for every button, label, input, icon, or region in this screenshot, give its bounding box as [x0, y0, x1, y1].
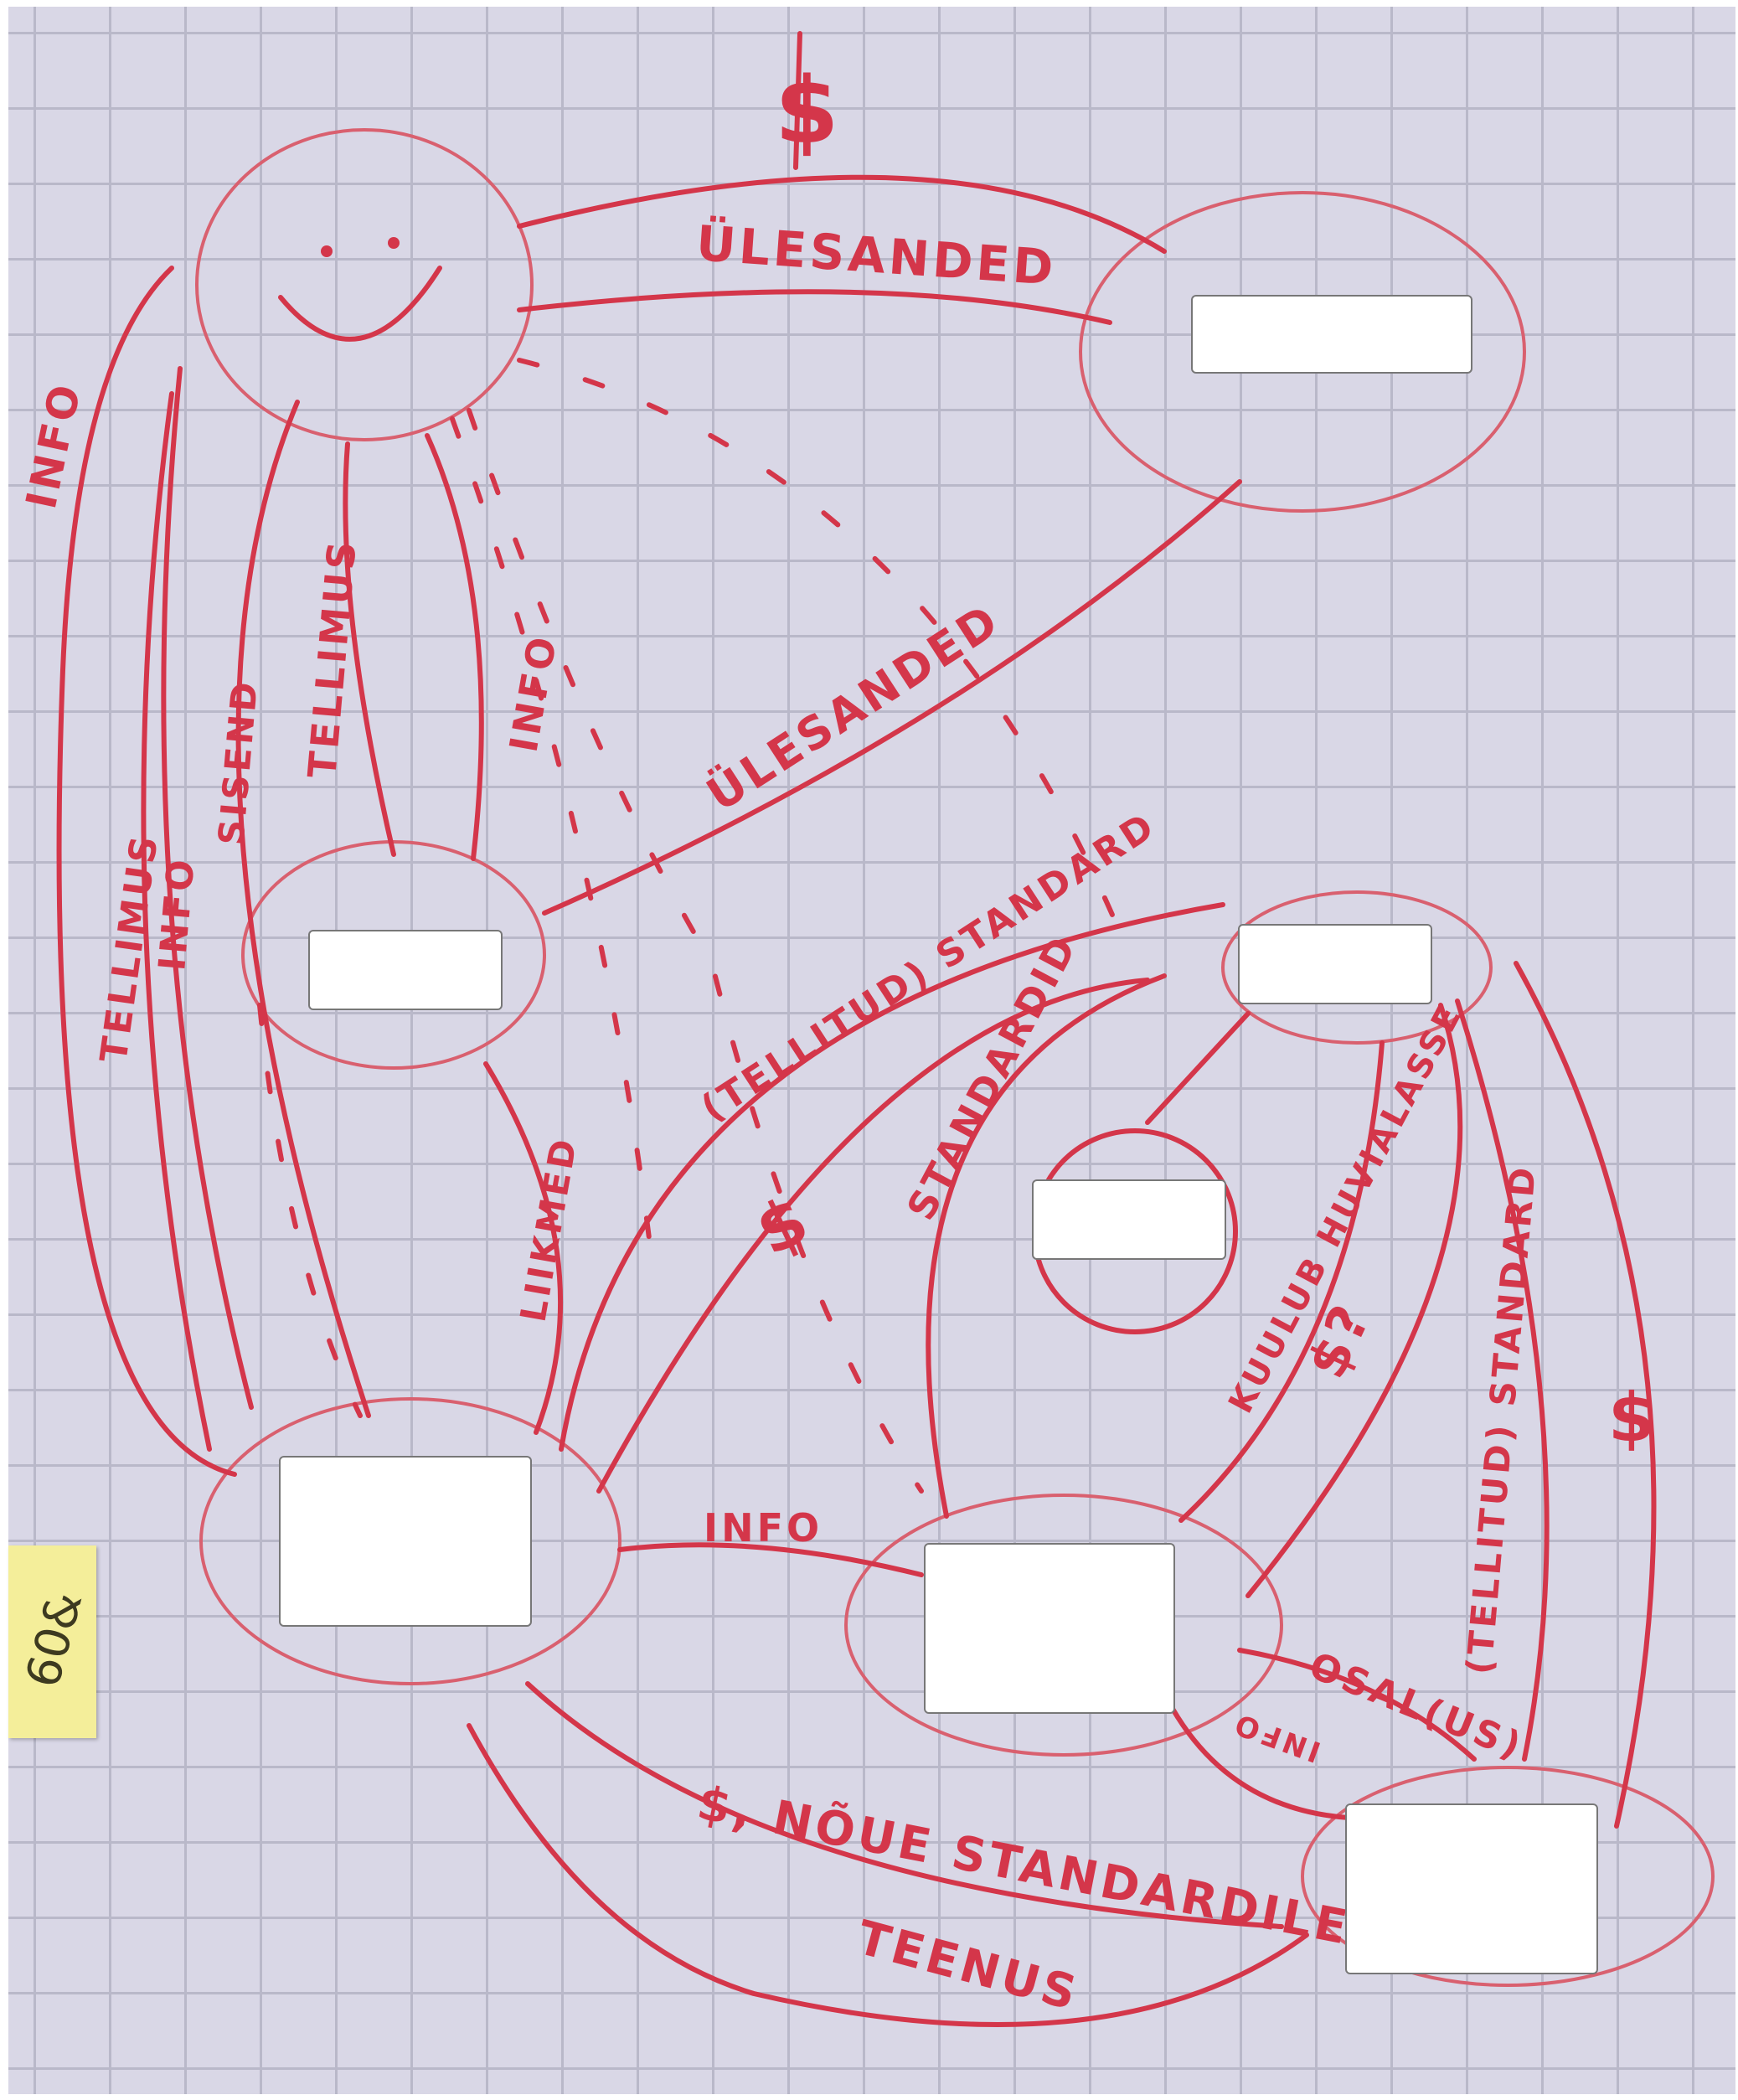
node-top-left — [195, 128, 534, 441]
smiley-face-icon — [278, 237, 442, 342]
label-ulesanded-mid: ÜLESANDED — [698, 593, 1010, 822]
edge-tellimus-left — [141, 391, 212, 1452]
label-dollar-top: $ — [775, 57, 843, 164]
edge-dashed-4 — [257, 1003, 363, 1418]
label-tellitud-standard-top: (TELLITUD) STANDARD — [694, 804, 1164, 1130]
label-info-vertical: INFO — [501, 631, 566, 756]
node-center-label — [1032, 1179, 1226, 1260]
node-mid-left-label — [308, 930, 503, 1010]
edge-dollar-top — [793, 31, 802, 170]
label-dollar-center: $ — [745, 1179, 823, 1272]
edge-info-bottom-right — [1170, 1706, 1351, 1820]
edge-info-bottom — [617, 1542, 924, 1577]
edge-sisend — [235, 400, 371, 1418]
label-ulesanded-top: ÜLESANDED — [694, 214, 1059, 297]
edge-dollar-center — [596, 978, 1150, 1494]
label-info-left: INFO — [151, 854, 204, 973]
edge-dollar-right — [1514, 961, 1657, 1829]
edge-info-vertical — [425, 433, 484, 861]
edge-kuulub — [1178, 1040, 1385, 1523]
edge-tellimus-vertical — [343, 441, 396, 857]
edge-mid-right-to-center — [1145, 1011, 1251, 1125]
node-bottom-left — [199, 1397, 621, 1685]
node-bottom-left-label — [279, 1456, 532, 1627]
edge-osalus — [1237, 1648, 1477, 1762]
label-teenus: TEENUS — [851, 1911, 1085, 2022]
node-mid-left — [241, 840, 546, 1070]
edge-info-left — [161, 366, 254, 1410]
label-info-bottom: INFO — [704, 1505, 823, 1550]
node-bottom-right-label — [1345, 1803, 1598, 1974]
node-top-right-label — [1191, 295, 1472, 374]
edge-tellitud-standard-right — [1455, 998, 1550, 1762]
edge-ulesanded-top-upper — [517, 174, 1167, 254]
node-mid-right — [1221, 890, 1493, 1045]
edge-ulesanded-top-lower — [517, 289, 1112, 325]
sticky-note: 60& — [8, 1545, 96, 1738]
edge-info-far-left — [56, 266, 237, 1477]
edge-noue — [525, 1681, 1284, 1929]
label-dollar-right: $ — [1608, 1379, 1658, 1457]
edge-liikmed — [483, 1061, 564, 1435]
edge-dashed-2 — [467, 408, 924, 1494]
node-bottom-center-label — [924, 1543, 1175, 1714]
node-mid-right-label — [1238, 924, 1432, 1004]
node-bottom-center — [844, 1494, 1283, 1757]
label-tellitud-standard-right: (TELLITUD) STANDARD — [1458, 1163, 1544, 1676]
edge-standardid — [926, 973, 1167, 1519]
label-sisend: SISEND — [210, 678, 266, 847]
label-liikmed: LIIKMED — [513, 1133, 585, 1325]
edge-tellitud-standard-top — [559, 902, 1225, 1452]
node-bottom-right — [1301, 1766, 1715, 1987]
label-info-bottom-right: INFO — [1228, 1705, 1325, 1768]
edge-teenus — [467, 1723, 1309, 2028]
edge-mid-right-to-bottom-center — [1245, 1003, 1463, 1598]
edge-dashed-1 — [517, 358, 1125, 941]
edge-ulesanded-mid — [542, 479, 1242, 916]
label-noue: $, NÕUE STANDARDILE — [693, 1776, 1354, 1956]
node-top-right — [1079, 191, 1526, 513]
